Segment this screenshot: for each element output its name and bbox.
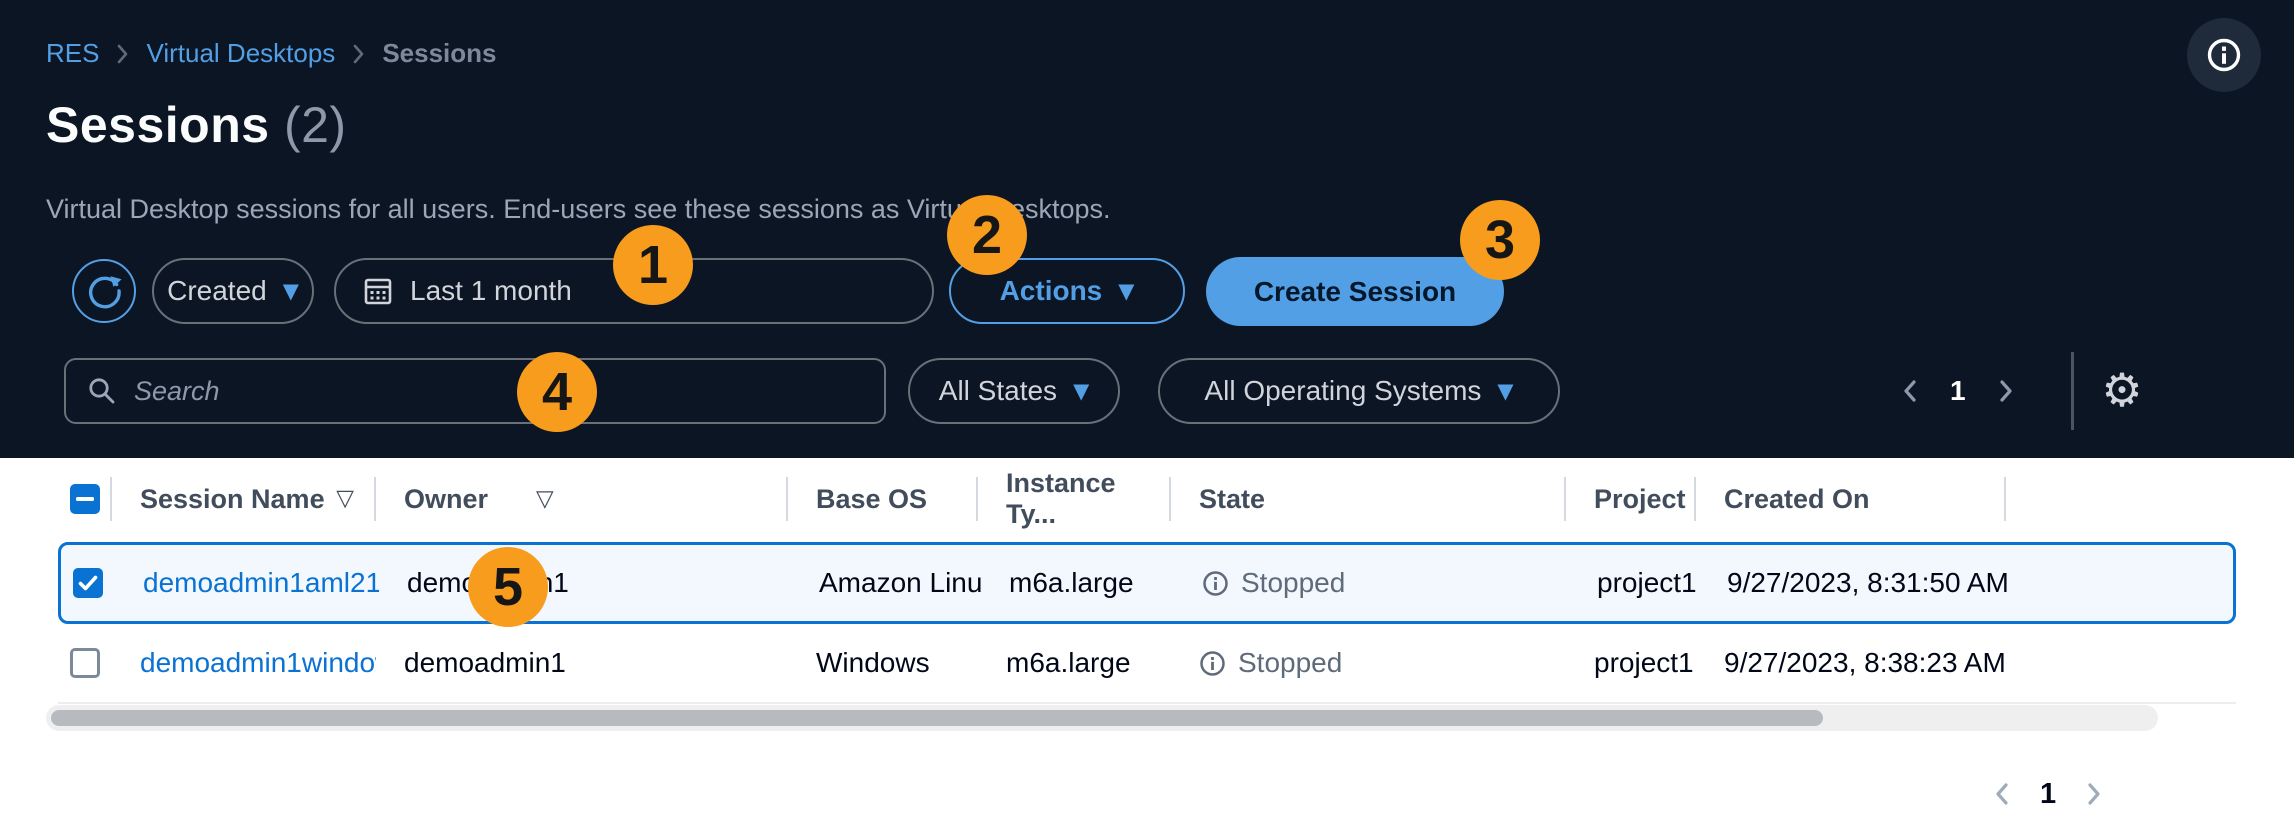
column-header-session-name[interactable]: Session Name ▽ — [112, 458, 376, 540]
state-filter-dropdown[interactable]: All States ▼ — [908, 358, 1120, 424]
row-checkbox-cell — [58, 648, 112, 678]
next-page-button[interactable] — [1994, 376, 2018, 406]
annotation-circle-2: 2 — [947, 195, 1027, 275]
annotation-circle-5: 5 — [468, 547, 548, 627]
column-label: Base OS — [816, 483, 928, 514]
calendar-icon — [362, 275, 394, 307]
sort-icon[interactable]: ▽ — [336, 485, 354, 512]
session-link[interactable]: demoadmin1aml21 — [143, 567, 379, 598]
column-label: Project — [1594, 483, 1686, 514]
cell-session-name: demoadmin1aml21 — [115, 567, 379, 599]
status-info-icon[interactable] — [1202, 570, 1229, 597]
status-info-icon[interactable] — [1199, 650, 1226, 677]
search-box — [64, 358, 886, 424]
actions-dropdown[interactable]: Actions ▼ — [949, 258, 1185, 324]
next-page-button[interactable] — [2082, 779, 2106, 809]
cell-created-on: 9/27/2023, 8:31:50 AM — [1727, 567, 2009, 598]
horizontal-scrollbar[interactable] — [46, 705, 2158, 731]
info-icon — [2205, 36, 2243, 74]
session-link[interactable]: demoadmin1windows1 — [140, 647, 376, 678]
column-header-state[interactable]: State — [1171, 458, 1566, 540]
column-header-instance-type[interactable]: Instance Ty... — [978, 458, 1171, 540]
chevron-down-icon: ▼ — [282, 278, 299, 303]
breadcrumb-virtual-desktops[interactable]: Virtual Desktops — [146, 38, 336, 68]
sessions-table: Session Name ▽ Owner ▽ Base OS Instance … — [0, 458, 2294, 840]
column-header-project[interactable]: Project — [1566, 458, 1696, 540]
chevron-down-icon: ▼ — [1073, 378, 1090, 403]
annotation-circle-3: 3 — [1460, 200, 1540, 280]
column-header-owner[interactable]: Owner ▽ — [376, 458, 788, 540]
gear-icon: ⚙ — [2101, 363, 2143, 417]
chevron-right-icon — [115, 42, 130, 66]
sort-by-dropdown[interactable]: Created ▼ — [152, 258, 314, 324]
page-title-text: Sessions — [46, 97, 270, 153]
annotation-circle-4: 4 — [517, 352, 597, 432]
cell-instance-type: m6a.large — [1006, 647, 1131, 678]
os-filter-dropdown[interactable]: All Operating Systems ▼ — [1158, 358, 1560, 424]
breadcrumb-res[interactable]: RES — [46, 38, 100, 68]
row-checkbox-checked[interactable] — [73, 568, 103, 598]
info-button[interactable] — [2187, 18, 2261, 92]
page-title: Sessions (2) — [46, 96, 347, 154]
row-checkbox-unchecked[interactable] — [70, 648, 100, 678]
column-label: Owner — [404, 483, 489, 514]
chevron-down-icon: ▼ — [1118, 278, 1135, 303]
table-header-row: Session Name ▽ Owner ▽ Base OS Instance … — [58, 458, 2236, 540]
annotation-circle-1: 1 — [613, 225, 693, 305]
column-label: State — [1199, 483, 1266, 514]
cell-state: Stopped — [1174, 567, 1569, 599]
bottom-pagination: 1 — [1990, 770, 2106, 818]
state-filter-label: All States — [938, 375, 1058, 406]
top-pagination: 1 — [1898, 358, 2018, 424]
cell-project: project1 — [1597, 567, 1697, 598]
os-filter-label: All Operating Systems — [1204, 375, 1482, 406]
cell-created-on: 9/27/2023, 8:38:23 AM — [1724, 647, 2006, 678]
page-number[interactable]: 1 — [2040, 777, 2057, 810]
toolbar-divider — [2071, 352, 2074, 430]
table-settings-button[interactable]: ⚙ — [2096, 364, 2148, 416]
column-header-base-os[interactable]: Base OS — [788, 458, 978, 540]
column-label: Created On — [1724, 483, 1870, 514]
column-label: Instance Ty... — [1006, 468, 1116, 529]
table-header-checkbox-cell — [58, 458, 112, 540]
select-all-checkbox[interactable] — [70, 484, 100, 514]
sort-by-label: Created — [167, 275, 267, 306]
table-row[interactable]: demoadmin1windows1 demoadmin1 Windows m6… — [58, 624, 2236, 704]
create-session-label: Create Session — [1253, 275, 1457, 307]
state-label: Stopped — [1238, 647, 1343, 678]
cell-instance-type: m6a.large — [1009, 567, 1134, 598]
cell-project: project1 — [1594, 647, 1694, 678]
cell-session-name: demoadmin1windows1 — [112, 647, 376, 679]
state-label: Stopped — [1241, 567, 1346, 598]
breadcrumb: RES Virtual Desktops Sessions — [46, 38, 496, 69]
chevron-right-icon — [351, 42, 366, 66]
search-input[interactable] — [134, 375, 864, 407]
breadcrumb-sessions: Sessions — [382, 38, 497, 68]
cell-base-os: Amazon Linux 2 — [819, 567, 981, 598]
search-icon — [86, 375, 118, 407]
previous-page-button[interactable] — [1990, 779, 2014, 809]
sort-icon[interactable]: ▽ — [536, 485, 554, 512]
cell-owner: demoadmin1 — [379, 567, 791, 599]
create-session-button[interactable]: Create Session — [1206, 257, 1504, 326]
cell-state: Stopped — [1171, 647, 1566, 679]
refresh-button[interactable] — [72, 259, 136, 323]
chevron-down-icon: ▼ — [1497, 378, 1514, 403]
refresh-icon — [86, 273, 122, 309]
scrollbar-thumb[interactable] — [51, 710, 1823, 726]
column-label: Session Name — [140, 483, 325, 514]
row-checkbox-cell — [61, 568, 115, 598]
column-header-filler — [2006, 458, 2236, 540]
table-row[interactable]: demoadmin1aml21 demoadmin1 Amazon Linux … — [58, 542, 2236, 624]
page-description: Virtual Desktop sessions for all users. … — [46, 194, 1111, 224]
cell-owner: demoadmin1 — [404, 647, 566, 678]
column-header-created-on[interactable]: Created On — [1696, 458, 2006, 540]
page-number[interactable]: 1 — [1950, 375, 1966, 406]
actions-label: Actions — [999, 275, 1103, 306]
page-title-count: (2) — [283, 97, 347, 153]
previous-page-button[interactable] — [1898, 376, 1922, 406]
page-header-section: RES Virtual Desktops Sessions Sessions — [0, 0, 2294, 458]
cell-base-os: Windows — [816, 647, 930, 678]
date-range-value: Last 1 month — [410, 275, 572, 306]
